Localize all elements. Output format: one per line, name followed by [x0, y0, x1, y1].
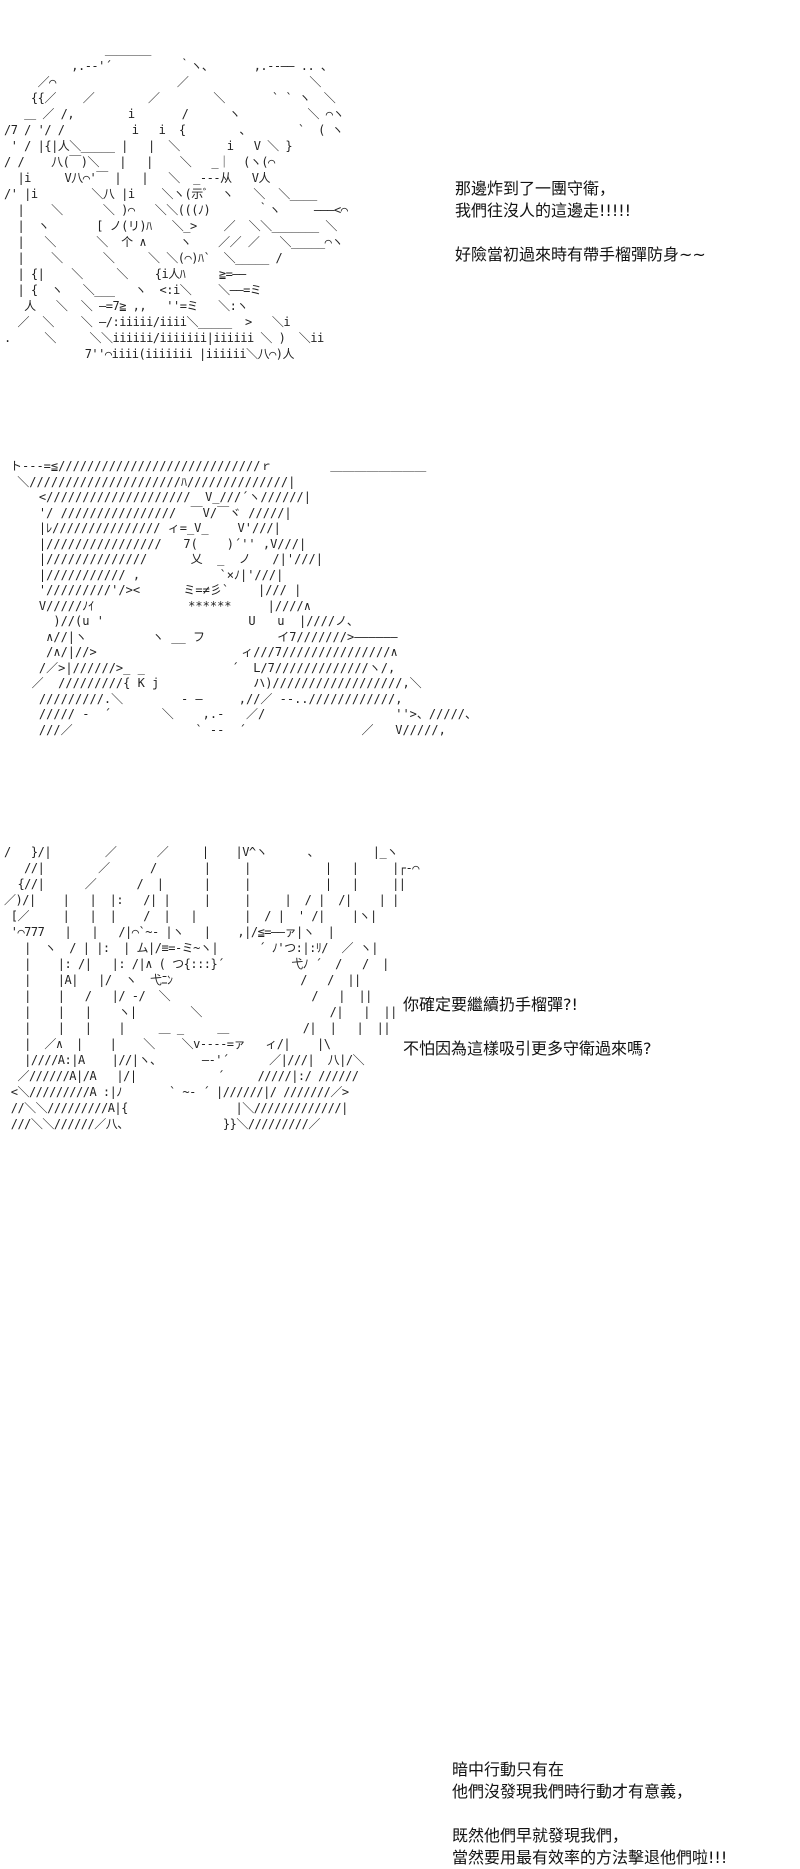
dialogue-line: 那邊炸到了一團守衛，	[455, 179, 616, 198]
dialogue-line: 既然他們早就發現我們，	[452, 1826, 629, 1845]
dialogue-line: 不怕因為這樣吸引更多守衛過來嗎?	[403, 1039, 652, 1058]
dialogue-line: 好險當初過來時有帶手榴彈防身~~	[455, 245, 706, 264]
dialogue-line: 我們往沒人的這邊走!!!!!	[455, 201, 632, 220]
dialogue-2: 你確定要繼續扔手榴彈?! 不怕因為這樣吸引更多守衛過來嗎?	[403, 994, 652, 1060]
dialogue-line: 你確定要繼續扔手榴彈?!	[403, 995, 578, 1014]
ascii-art-character-2: ト---=≦////////////////////////////ｒ ＿＿＿＿…	[10, 459, 478, 737]
dialogue-line: 當然要用最有效率的方法擊退他們啦!!!	[452, 1848, 728, 1867]
dialogue-3: 暗中行動只有在 他們沒發現我們時行動才有意義， 既然他們早就發現我們， 當然要用…	[452, 1759, 727, 1869]
dialogue-gap	[452, 1803, 727, 1825]
dialogue-line: 他們沒發現我們時行動才有意義，	[452, 1782, 693, 1801]
ascii-art-character-3: / }/| ／ ／ | |V^ヽ 、 |_ヽ //| ／ / | | | | |…	[4, 845, 419, 1131]
panel-3: / }/| ／ ／ | |V^ヽ 、 |_ヽ //| ／ / | | | | |…	[0, 840, 800, 1867]
ascii-art-character-1: ＿＿＿＿ ,.-‐'´ ｀ヽ、 ,.-‐―― .. 、 ／⌒ ／ ＼ {{／ ／…	[4, 43, 348, 361]
dialogue-gap	[455, 222, 706, 244]
panel-2: ト---=≦////////////////////////////ｒ ＿＿＿＿…	[0, 455, 800, 1058]
panel-1: ＿＿＿＿ ,.-‐'´ ｀ヽ、 ,.-‐―― .. 、 ／⌒ ／ ＼ {{／ ／…	[0, 0, 800, 410]
dialogue-1: 那邊炸到了一團守衛， 我們往沒人的這邊走!!!!! 好險當初過來時有帶手榴彈防身…	[455, 178, 706, 266]
dialogue-line: 暗中行動只有在	[452, 1760, 565, 1779]
